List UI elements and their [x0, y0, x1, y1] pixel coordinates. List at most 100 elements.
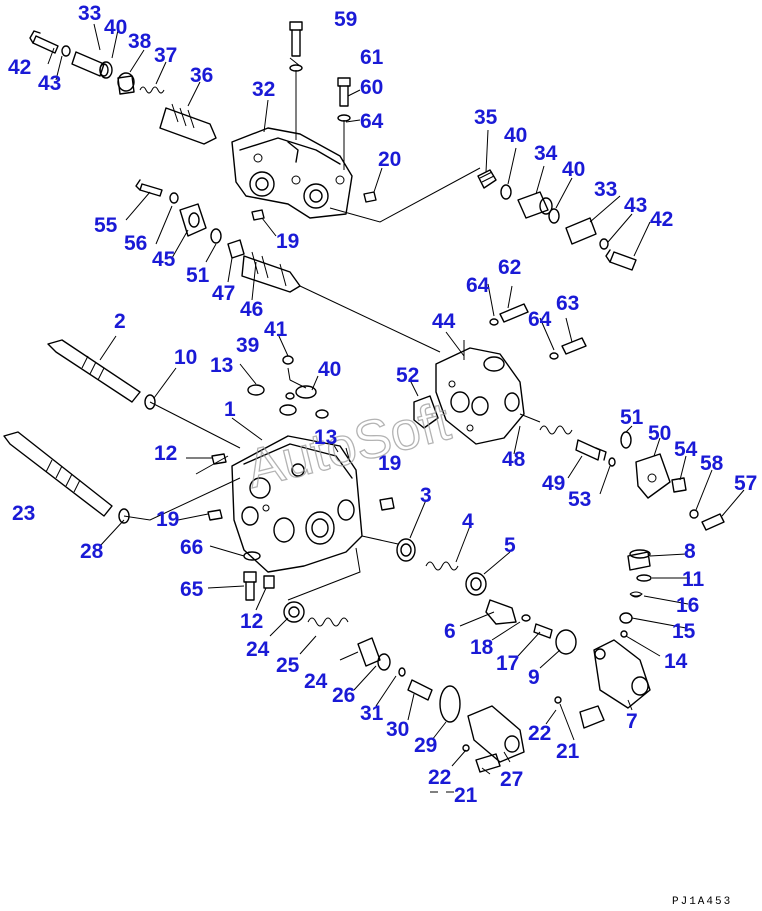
callout-39: 39: [236, 334, 259, 357]
callout-24: 24: [304, 670, 328, 693]
callout-64: 64: [466, 274, 490, 297]
callout-14: 14: [664, 650, 688, 673]
callout-7: 7: [626, 710, 638, 733]
callout-12: 12: [154, 442, 177, 465]
callout-2: 2: [114, 310, 126, 333]
callout-40: 40: [318, 358, 341, 381]
callout-66: 66: [180, 536, 203, 559]
callout-8: 8: [684, 540, 696, 563]
callout-30: 30: [386, 718, 409, 741]
callout-27: 27: [500, 768, 523, 791]
right-chain-3-to-9: [361, 535, 577, 655]
callout-1: 1: [224, 398, 236, 421]
valve-block-44: [435, 347, 525, 445]
callout-44: 44: [432, 310, 456, 333]
callout-11: 11: [682, 568, 705, 591]
part-drawings: [3, 21, 745, 793]
far-right-fitting-7: [554, 549, 652, 729]
callout-15: 15: [672, 620, 696, 643]
bottom-chain-24-to-27: [283, 547, 525, 773]
callout-34: 34: [534, 142, 558, 165]
callout-58: 58: [700, 452, 724, 475]
callout-36: 36: [190, 64, 213, 87]
callout-33: 33: [594, 178, 617, 201]
callout-19: 19: [378, 452, 401, 475]
callout-31: 31: [360, 702, 384, 725]
bracket-52: [413, 395, 439, 429]
callout-64: 64: [528, 308, 552, 331]
callout-51: 51: [620, 406, 644, 429]
callout-40: 40: [104, 16, 127, 39]
callout-12: 12: [240, 610, 263, 633]
callout-53: 53: [568, 488, 591, 511]
callout-61: 61: [360, 46, 384, 69]
callout-46: 46: [240, 298, 263, 321]
callout-28: 28: [80, 540, 104, 563]
callout-19: 19: [276, 230, 299, 253]
callout-55: 55: [94, 214, 118, 237]
callout-65: 65: [180, 578, 204, 601]
bolt-59-group: [289, 21, 303, 140]
bolts-62-63: [463, 303, 587, 360]
callout-leaders: [47, 23, 745, 775]
callout-32: 32: [252, 78, 275, 101]
callout-5: 5: [504, 534, 516, 557]
callout-60: 60: [360, 76, 383, 99]
callout-10: 10: [174, 346, 197, 369]
callout-57: 57: [734, 472, 757, 495]
callout-25: 25: [276, 654, 300, 677]
o-rings-group: [247, 355, 329, 419]
callout-22: 22: [428, 766, 451, 789]
callout-43: 43: [38, 72, 61, 95]
callout-59: 59: [334, 8, 357, 31]
callout-51: 51: [186, 264, 210, 287]
callout-62: 62: [498, 256, 521, 279]
callout-37: 37: [154, 44, 177, 67]
callout-47: 47: [212, 282, 235, 305]
callout-42: 42: [8, 56, 31, 79]
callout-54: 54: [674, 438, 698, 461]
drawing-code: PJ1A453: [672, 896, 732, 908]
callout-35: 35: [474, 106, 498, 129]
callout-16: 16: [676, 594, 699, 617]
callout-23: 23: [12, 502, 35, 525]
callout-26: 26: [332, 684, 355, 707]
right-relief-group: [519, 413, 725, 531]
callout-21: 21: [556, 740, 580, 763]
callout-labels: 33 40 38 37 36 42 43 59 61 60 64 32 20 1…: [8, 2, 757, 807]
callout-3: 3: [420, 484, 432, 507]
callout-24: 24: [246, 638, 270, 661]
callout-29: 29: [414, 734, 437, 757]
callout-50: 50: [648, 422, 671, 445]
callout-19: 19: [156, 508, 179, 531]
plugs-20-19-top: [251, 191, 377, 221]
callout-4: 4: [462, 510, 474, 533]
callout-41: 41: [264, 318, 288, 341]
callout-33: 33: [78, 2, 101, 25]
callout-13: 13: [210, 354, 233, 377]
callout-38: 38: [128, 30, 152, 53]
callout-18: 18: [470, 636, 494, 659]
callout-42: 42: [650, 208, 673, 231]
callout-52: 52: [396, 364, 419, 387]
callout-49: 49: [542, 472, 565, 495]
callout-22: 22: [528, 722, 551, 745]
middle-spool-group-46: [135, 179, 441, 353]
callout-63: 63: [556, 292, 579, 315]
spool-23: [3, 431, 241, 524]
upper-valve-block-32: [231, 127, 353, 219]
main-valve-body-1: [231, 435, 363, 573]
callout-6: 6: [444, 620, 456, 643]
callout-17: 17: [496, 652, 519, 675]
callout-43: 43: [624, 194, 647, 217]
callout-48: 48: [502, 448, 526, 471]
callout-45: 45: [152, 248, 176, 271]
spool-2: [47, 339, 241, 449]
callout-21: 21: [454, 784, 478, 807]
small-plugs-12-19: [186, 447, 395, 521]
callout-13: 13: [314, 426, 337, 449]
callout-20: 20: [378, 148, 401, 171]
bolt-65-group: [243, 551, 275, 601]
